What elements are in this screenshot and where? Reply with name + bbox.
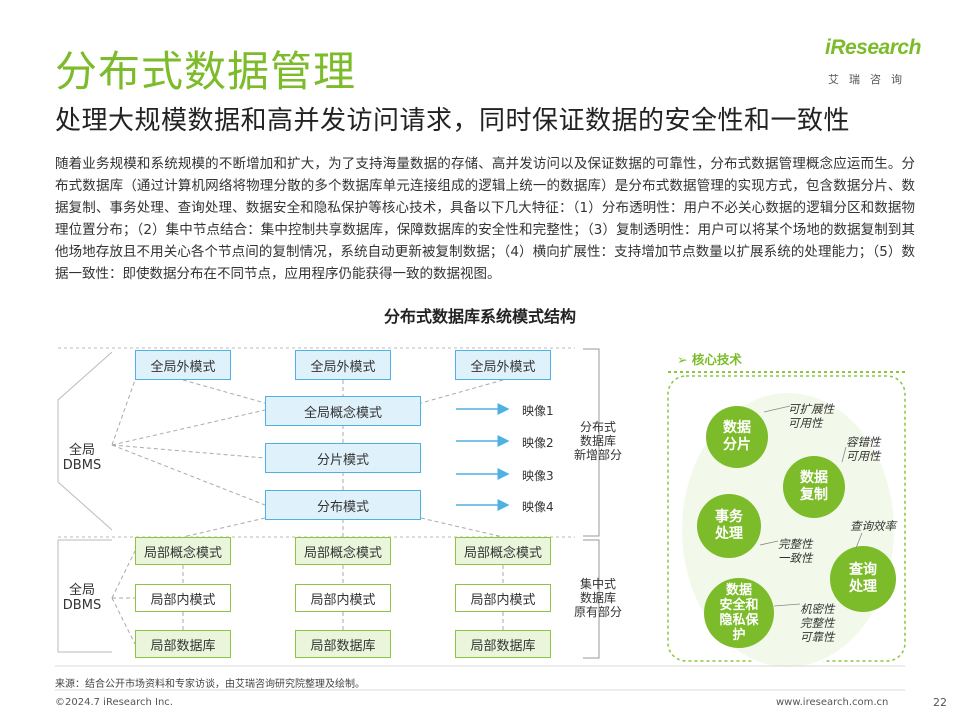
logo-word: iResearch <box>825 36 921 59</box>
local-database-2: 局部数据库 <box>295 630 391 658</box>
local-conceptual-schema-3: 局部概念模式 <box>455 537 551 565</box>
website-url: www.iresearch.com.cn <box>776 697 889 708</box>
annotation-query: 查询效率 <box>850 519 896 533</box>
intro-paragraph: 随着业务规模和系统规模的不断增加和扩大，为了支持海量数据的存储、高并发访问以及保… <box>55 156 915 282</box>
global-external-schema-1: 全局外模式 <box>135 350 231 380</box>
distribution-schema: 分布模式 <box>265 490 421 520</box>
core-tech-title: ➢ 核心技术 <box>677 352 742 367</box>
iresearch-logo: iResearch 艾瑞咨询 <box>825 30 935 90</box>
local-internal-schema-2: 局部内模式 <box>295 584 391 612</box>
mapping-2-label: 映像2 <box>522 436 554 450</box>
annotation-transaction: 完整性 一致性 <box>778 537 813 565</box>
mapping-4-label: 映像4 <box>522 500 554 514</box>
global-external-schema-3: 全局外模式 <box>455 350 551 380</box>
copyright: ©2024.7 iResearch Inc. <box>55 697 173 708</box>
page-number: 22 <box>933 696 947 709</box>
chevron-right-icon: ➢ <box>677 352 692 367</box>
global-dbms-label-bottom: 全局 DBMS <box>62 583 102 613</box>
annotation-sharding: 可扩展性 可用性 <box>788 402 834 430</box>
distributed-new-part-label: 分布式 数据库 新增部分 <box>573 420 622 462</box>
logo-cn: 艾瑞咨询 <box>828 73 912 86</box>
local-conceptual-schema-1: 局部概念模式 <box>135 537 231 565</box>
source-note: 来源：结合公开市场资料和专家访谈，由艾瑞咨询研究院整理及绘制。 <box>55 679 365 690</box>
local-internal-schema-1: 局部内模式 <box>135 584 231 612</box>
circle-query-processing: 查询 处理 <box>830 546 896 612</box>
circle-transaction-processing: 事务 处理 <box>697 494 761 558</box>
mapping-3-label: 映像3 <box>522 469 554 483</box>
diagram-title: 分布式数据库系统模式结构 <box>383 307 576 326</box>
fragment-schema: 分片模式 <box>265 443 421 473</box>
global-dbms-label-top: 全局 DBMS <box>62 443 102 473</box>
global-conceptual-schema: 全局概念模式 <box>265 396 421 426</box>
annotation-replication: 容错性 可用性 <box>846 435 881 463</box>
page-subtitle: 处理大规模数据和高并发访问请求，同时保证数据的安全性和一致性 <box>55 106 851 136</box>
mapping-1-label: 映像1 <box>522 404 554 418</box>
local-internal-schema-3: 局部内模式 <box>455 584 551 612</box>
circle-data-replication: 数据 复制 <box>783 456 845 518</box>
global-external-schema-2: 全局外模式 <box>295 350 391 380</box>
local-database-3: 局部数据库 <box>455 630 551 658</box>
circle-data-sharding: 数据 分片 <box>706 406 768 468</box>
centralized-existing-part-label: 集中式 数据库 原有部分 <box>573 577 622 619</box>
annotation-security: 机密性 完整性 可靠性 <box>800 602 835 644</box>
circle-security-privacy: 数据 安全和 隐私保 护 <box>704 578 774 648</box>
local-conceptual-schema-2: 局部概念模式 <box>295 537 391 565</box>
local-database-1: 局部数据库 <box>135 630 231 658</box>
page-title: 分布式数据管理 <box>55 47 357 96</box>
